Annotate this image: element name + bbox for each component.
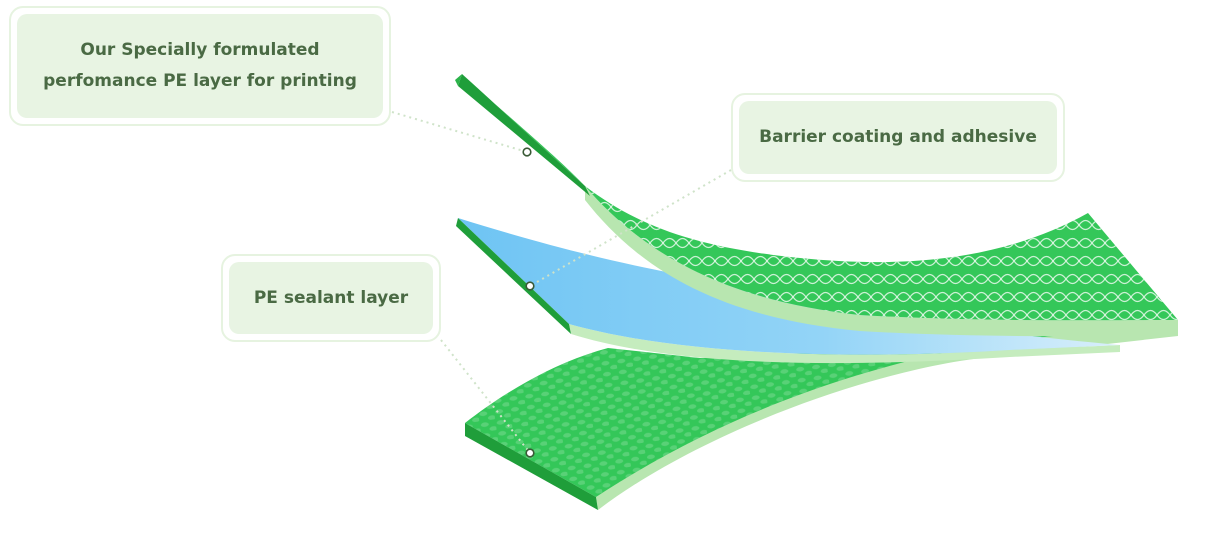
callout-barrier-layer-box: Barrier coating and adhesive [739, 101, 1057, 174]
barrier-layer [456, 218, 1120, 364]
callout-sealant-layer: PE sealant layer [221, 254, 441, 342]
leader-line-barrier [529, 169, 732, 287]
anchor-sealant [525, 448, 535, 458]
callout-printing-layer-box: Our Specially formulated perfomance PE l… [17, 14, 383, 118]
barrier-layer-side [569, 324, 1120, 364]
callout-printing-layer-line2: perfomance PE layer for printing [43, 71, 357, 91]
callout-printing-layer: Our Specially formulated perfomance PE l… [9, 6, 391, 126]
printing-layer-front [458, 74, 590, 196]
callout-sealant-layer-text: PE sealant layer [253, 287, 409, 308]
sealant-layer-texture [465, 322, 1178, 497]
anchor-points [522, 147, 535, 458]
printing-layer-side [585, 186, 1178, 337]
anchor-printing [522, 147, 532, 157]
leader-lines [391, 111, 732, 454]
printing-layer [455, 74, 1178, 337]
sealant-layer-front [465, 423, 598, 510]
sealant-layer [465, 322, 1178, 510]
callout-barrier-layer: Barrier coating and adhesive [731, 93, 1065, 182]
callout-printing-layer-line1: Our Specially formulated [80, 40, 320, 60]
barrier-layer-top [458, 218, 1120, 355]
sealant-layer-side [596, 322, 1178, 510]
printing-layer-front-top [455, 74, 462, 86]
printing-layer-texture [585, 186, 1178, 321]
barrier-layer-front [456, 218, 571, 334]
callout-sealant-layer-box: PE sealant layer [229, 262, 433, 334]
anchor-barrier [525, 281, 535, 291]
callout-barrier-layer-text: Barrier coating and adhesive [759, 127, 1037, 147]
